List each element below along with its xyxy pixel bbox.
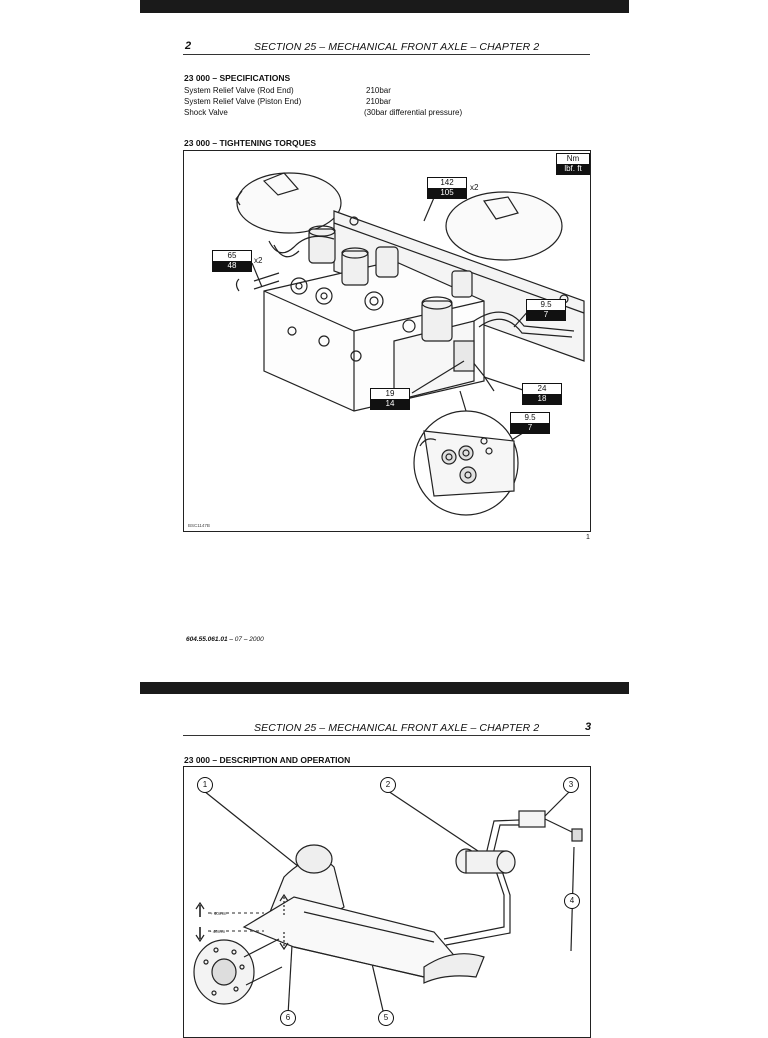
valve-block-figure: Nm lbf. ft 142 105 x2 65 48 x2 9.5 7 19 … [183, 150, 591, 532]
callout-4: 4 [564, 893, 580, 909]
page-number: 3 [585, 721, 592, 733]
torque-multiplier: x2 [254, 256, 263, 265]
header-rule [183, 54, 590, 55]
torque-label: 65 48 [212, 250, 252, 272]
page-header-title: SECTION 25 – MECHANICAL FRONT AXLE – CHA… [254, 722, 540, 734]
page-top-bar [140, 0, 629, 13]
page-top-bar [140, 682, 629, 694]
page-header-title: SECTION 25 – MECHANICAL FRONT AXLE – CHA… [254, 41, 540, 53]
torque-label: 142 105 [427, 177, 467, 199]
callout-1: 1 [197, 777, 213, 793]
torque-label: 24 18 [522, 383, 562, 405]
axle-system-illustration: + 40mm - 40mm [193, 790, 583, 1016]
legend-lbf: lbf. ft [557, 164, 589, 174]
description-heading: 23 000 – DESCRIPTION AND OPERATION [184, 755, 351, 765]
spec-value: 210bar [366, 97, 391, 106]
legend-nm: Nm [557, 154, 589, 164]
torque-label: 19 14 [370, 388, 410, 410]
axle-system-figure: + 40mm - 40mm 1 2 3 4 6 5 [183, 766, 591, 1038]
specifications-heading: 23 000 – SPECIFICATIONS [184, 73, 291, 83]
figure-code: BSC1147B [188, 523, 210, 528]
spec-value: (30bar differential pressure) [364, 108, 463, 117]
torque-label: 9.5 7 [510, 412, 550, 434]
page-number: 2 [185, 40, 192, 52]
spec-label: System Relief Valve (Piston End) [184, 97, 302, 106]
dim-label: - 40mm [210, 929, 226, 934]
valve-block-illustration [235, 172, 585, 516]
page-footer: 604.55.061.01 – 07 – 2000 [186, 636, 264, 643]
callout-3: 3 [563, 777, 579, 793]
footer-date: – 07 – 2000 [227, 636, 264, 643]
figure-number: 1 [586, 534, 590, 541]
callout-2: 2 [380, 777, 396, 793]
dim-label: + 40mm [210, 911, 227, 916]
tightening-torques-heading: 23 000 – TIGHTENING TORQUES [184, 138, 317, 148]
torque-label: 9.5 7 [526, 299, 566, 321]
units-legend: Nm lbf. ft [556, 153, 590, 175]
footer-code: 604.55.061.01 [186, 636, 228, 643]
torque-multiplier: x2 [470, 183, 479, 192]
header-rule [183, 735, 590, 736]
spec-label: Shock Valve [184, 108, 228, 117]
spec-label: System Relief Valve (Rod End) [184, 86, 294, 95]
spec-value: 210bar [366, 86, 391, 95]
